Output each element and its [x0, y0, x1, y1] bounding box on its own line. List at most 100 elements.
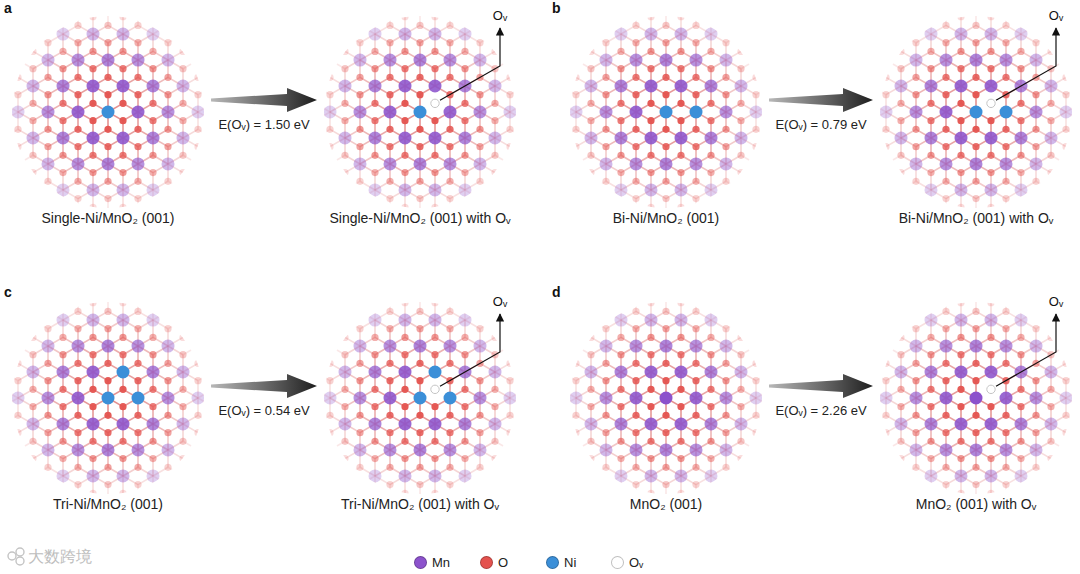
- manganese-atom: [940, 2, 953, 15]
- oxygen-atom: [1077, 100, 1080, 107]
- bond-line: [212, 69, 214, 86]
- oxygen-atom: [194, 39, 201, 46]
- bond-line: [576, 51, 591, 60]
- oxygen-atom: [1047, 48, 1054, 55]
- manganese-atom: [102, 2, 115, 15]
- oxygen-atom: [74, 126, 81, 133]
- oxygen-atom: [957, 117, 964, 124]
- oxygen-atom: [386, 126, 393, 133]
- bond-line: [711, 0, 726, 8]
- oxygen-atom: [119, 204, 126, 211]
- oxygen-atom: [737, 13, 744, 20]
- manganese-atom: [910, 54, 923, 67]
- manganese-atom: [970, 54, 983, 67]
- manganese-atom: [489, 80, 502, 93]
- manganese-atom: [1045, 80, 1058, 93]
- manganese-atom: [985, 80, 998, 93]
- oxygen-atom: [224, 91, 231, 98]
- oxygen-atom: [972, 143, 979, 150]
- manganese-atom: [720, 106, 733, 119]
- oxygen-atom: [104, 91, 111, 98]
- manganese-atom: [735, 28, 748, 41]
- manganese-atom: [177, 28, 190, 41]
- oxygen-atom: [1062, 39, 1069, 46]
- bond-line: [755, 164, 757, 181]
- oxygen-atom: [164, 74, 171, 81]
- bond-line: [886, 51, 901, 60]
- bond-line: [3, 138, 18, 147]
- oxygen-atom: [647, 65, 654, 72]
- nickel-atom: [414, 106, 427, 119]
- bond-line: [1065, 60, 1067, 77]
- oxygen-atom: [89, 100, 96, 107]
- oxygen-atom: [1032, 22, 1039, 29]
- manganese-atom: [585, 80, 598, 93]
- manganese-atom: [399, 28, 412, 41]
- oxygen-atom: [1032, 195, 1039, 202]
- oxygen-atom: [587, 65, 594, 72]
- oxygen-atom: [782, 74, 789, 81]
- bond-line: [138, 8, 153, 17]
- oxygen-atom: [194, 74, 201, 81]
- bond-line: [1050, 34, 1052, 51]
- oxygen-atom: [602, 126, 609, 133]
- oxygen-atom: [677, 65, 684, 72]
- oxygen-atom: [767, 169, 774, 176]
- oxygen-atom: [506, 126, 513, 133]
- manganese-atom: [162, 54, 175, 67]
- bond-line: [560, 86, 562, 103]
- oxygen-atom: [89, 48, 96, 55]
- oxygen-atom: [74, 178, 81, 185]
- manganese-atom: [177, 131, 190, 144]
- bond-line: [213, 86, 228, 95]
- oxygen-atom: [692, 91, 699, 98]
- oxygen-atom: [491, 48, 498, 55]
- oxygen-atom: [1047, 152, 1054, 159]
- oxygen-atom: [194, 195, 201, 202]
- oxygen-atom: [431, 48, 438, 55]
- oxygen-atom: [587, 152, 594, 159]
- bond-line: [314, 121, 316, 138]
- oxygen-atom: [617, 152, 624, 159]
- manganese-atom: [192, 157, 205, 170]
- leader-line: [440, 28, 500, 100]
- oxygen-atom: [431, 13, 438, 20]
- bond-line: [63, 0, 78, 8]
- bond-line: [315, 77, 330, 86]
- oxygen-atom: [551, 117, 558, 124]
- manganese-atom: [207, 80, 220, 93]
- oxygen-atom: [572, 91, 579, 98]
- bond-line: [871, 138, 886, 147]
- oxygen-atom: [1047, 204, 1054, 211]
- oxygen-atom: [972, 91, 979, 98]
- bond-line: [991, 8, 1006, 17]
- oxygen-atom: [416, 178, 423, 185]
- oxygen-atom: [461, 169, 468, 176]
- oxygen-atom: [942, 91, 949, 98]
- oxygen-atom: [179, 169, 186, 176]
- oxygen-atom: [461, 48, 468, 55]
- oxygen-atom: [341, 65, 348, 72]
- oxygen-atom: [677, 204, 684, 211]
- oxygen-atom: [617, 117, 624, 124]
- oxygen-atom: [912, 91, 919, 98]
- bond-line: [198, 60, 213, 69]
- oxygen-atom: [209, 169, 216, 176]
- bond-line: [227, 95, 229, 112]
- manganese-atom: [177, 183, 190, 196]
- bond-line: [525, 129, 540, 138]
- oxygen-atom: [386, 74, 393, 81]
- bond-line: [756, 60, 771, 69]
- oxygen-atom: [371, 13, 378, 20]
- oxygen-atom: [149, 169, 156, 176]
- manganese-atom: [309, 80, 322, 93]
- oxygen-atom: [942, 126, 949, 133]
- bond-line: [17, 147, 19, 164]
- manganese-atom: [147, 80, 160, 93]
- manganese-atom: [72, 54, 85, 67]
- oxygen-atom: [737, 152, 744, 159]
- bond-line: [741, 164, 756, 173]
- oxygen-atom: [707, 48, 714, 55]
- oxygen-atom: [572, 74, 579, 81]
- oxygen-atom: [446, 74, 453, 81]
